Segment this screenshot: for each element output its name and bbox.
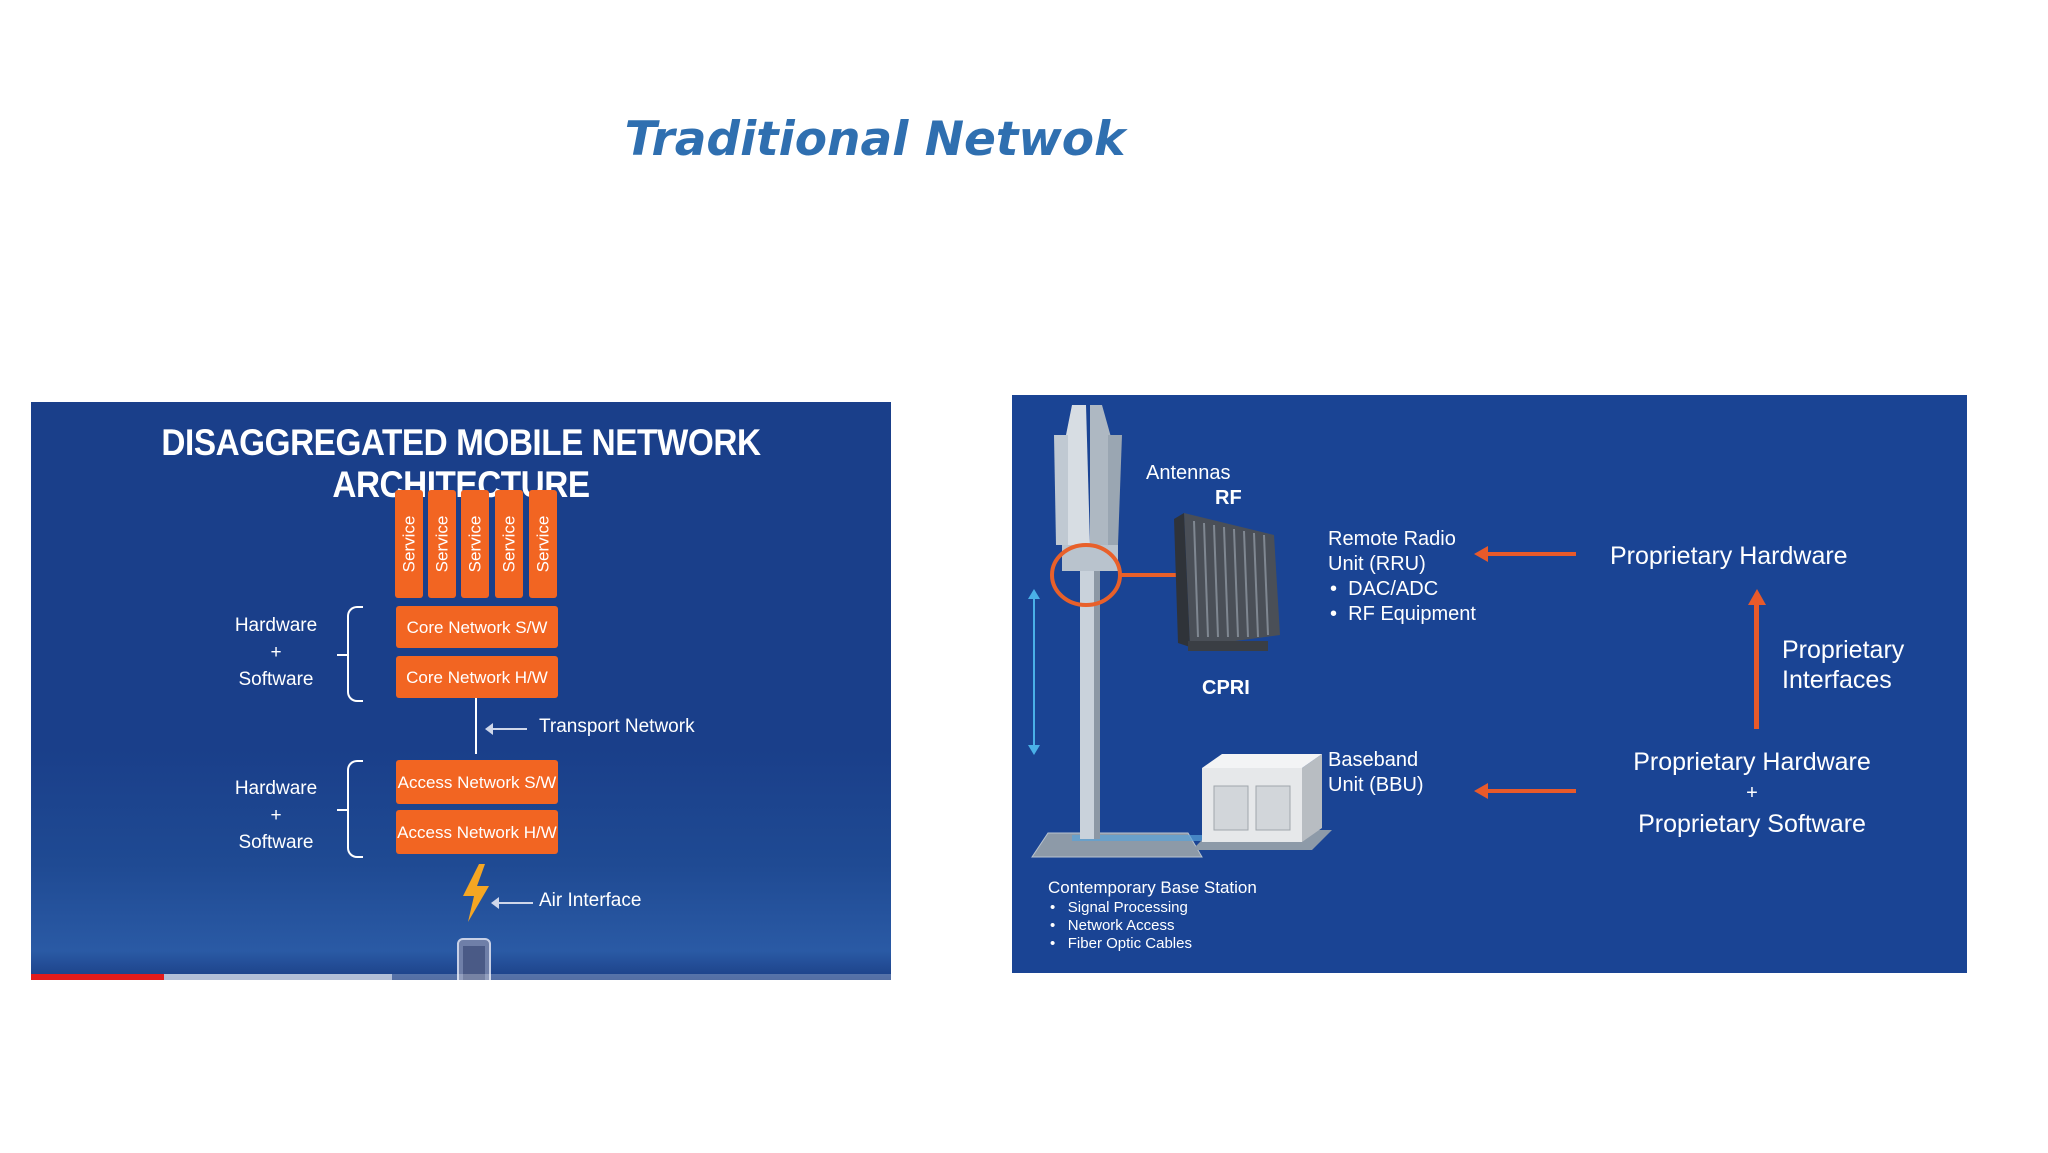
service-box: Service bbox=[461, 490, 489, 598]
service-box: Service bbox=[529, 490, 557, 598]
proprietary-interfaces-label: Proprietary Interfaces bbox=[1782, 636, 1905, 694]
base-station-description: Contemporary Base Station • Signal Proce… bbox=[1048, 878, 1257, 952]
service-box: Service bbox=[395, 490, 423, 598]
proprietary-hardware-top: Proprietary Hardware bbox=[1610, 542, 1848, 570]
access-network-hw-box: Access Network H/W bbox=[396, 810, 558, 854]
service-box: Service bbox=[495, 490, 523, 598]
transport-line bbox=[475, 698, 477, 754]
played-bar bbox=[31, 974, 165, 980]
bracket-top bbox=[337, 606, 363, 702]
arrow-to-rru bbox=[1474, 546, 1576, 562]
arrow-to-bbu bbox=[1474, 783, 1576, 799]
disaggregated-architecture-slide: DISAGGREGATED MOBILE NETWORK ARCHITECTUR… bbox=[31, 402, 891, 980]
page-title: Traditional Netwok bbox=[624, 112, 1126, 167]
buffered-bar bbox=[31, 974, 393, 980]
access-network-sw-box: Access Network S/W bbox=[396, 760, 558, 804]
air-interface-label: Air Interface bbox=[539, 890, 642, 911]
rru-device-icon bbox=[1174, 513, 1280, 651]
rru-description: Remote Radio Unit (RRU) • DAC/ADC • RF E… bbox=[1328, 528, 1476, 625]
bbu-cabinet-icon bbox=[1192, 754, 1332, 850]
hardware-software-label-top: Hardware + Software bbox=[234, 615, 318, 690]
slide-heading: DISAGGREGATED MOBILE NETWORK ARCHITECTUR… bbox=[161, 422, 761, 505]
rf-label: RF bbox=[1215, 487, 1242, 509]
bbu-description: Baseband Unit (BBU) bbox=[1328, 749, 1424, 796]
traditional-base-station-slide: Antennas RF CPRI Remote Radio Unit (RRU)… bbox=[1012, 395, 1967, 973]
transport-network-label: Transport Network bbox=[539, 716, 695, 737]
cell-tower-icon bbox=[1028, 405, 1232, 858]
core-network-sw-box: Core Network S/W bbox=[396, 606, 558, 648]
phone-icon bbox=[457, 938, 491, 980]
bracket-bottom bbox=[337, 760, 363, 858]
proprietary-hw-sw-label: Proprietary Hardware + Proprietary Softw… bbox=[1633, 748, 1871, 838]
air-interface-arrow bbox=[491, 897, 533, 909]
transport-arrow bbox=[485, 723, 527, 735]
core-network-hw-box: Core Network H/W bbox=[396, 656, 558, 698]
lightning-icon bbox=[463, 864, 489, 922]
video-progress-bar[interactable] bbox=[31, 974, 891, 980]
hardware-software-label-bottom: Hardware + Software bbox=[234, 778, 318, 853]
cpri-label: CPRI bbox=[1202, 677, 1250, 699]
antennas-label: Antennas bbox=[1146, 462, 1231, 484]
vertical-orange-arrow bbox=[1748, 589, 1766, 729]
service-box: Service bbox=[428, 490, 456, 598]
